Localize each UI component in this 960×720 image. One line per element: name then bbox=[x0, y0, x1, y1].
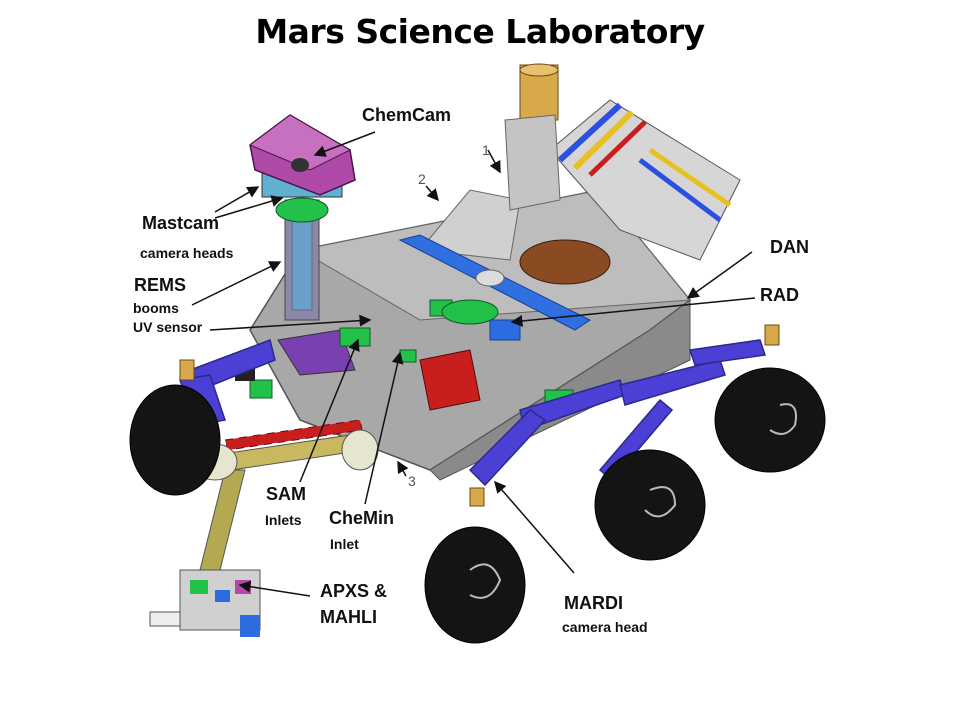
label-mardi-sub: camera head bbox=[562, 619, 648, 635]
slide-title: Mars Science Laboratory bbox=[255, 12, 705, 51]
wheel-rear-right bbox=[714, 367, 826, 473]
label-chemin-sub: Inlet bbox=[330, 536, 359, 552]
marker-1: 1 bbox=[482, 142, 490, 158]
label-chemcam: ChemCam bbox=[362, 105, 452, 125]
label-sam: SAM bbox=[266, 484, 306, 504]
label-rems-uv: UV sensor bbox=[133, 319, 203, 335]
arm-turret bbox=[149, 569, 261, 637]
label-mastcam-sub: camera heads bbox=[140, 245, 234, 261]
marker-2: 2 bbox=[418, 171, 426, 187]
wheel-middle-left bbox=[424, 526, 526, 644]
wheels bbox=[129, 367, 826, 644]
label-sam-sub: Inlets bbox=[265, 512, 302, 528]
wheel-middle-right bbox=[594, 449, 706, 561]
callout-lines bbox=[191, 131, 756, 597]
label-rad: RAD bbox=[760, 285, 799, 305]
label-apxs: APXS & bbox=[320, 581, 388, 601]
label-mardi: MARDI bbox=[564, 593, 623, 613]
label-rems-booms: booms bbox=[133, 300, 179, 316]
wheel-front-left bbox=[129, 384, 221, 496]
rover-body bbox=[249, 189, 692, 481]
label-mastcam: Mastcam bbox=[142, 213, 220, 233]
label-rems: REMS bbox=[134, 275, 187, 295]
label-chemin: CheMin bbox=[329, 508, 394, 528]
marker-3: 3 bbox=[408, 473, 416, 489]
label-mahli: MAHLI bbox=[320, 607, 377, 627]
label-dan: DAN bbox=[770, 237, 809, 257]
rtg-assembly bbox=[504, 63, 741, 261]
